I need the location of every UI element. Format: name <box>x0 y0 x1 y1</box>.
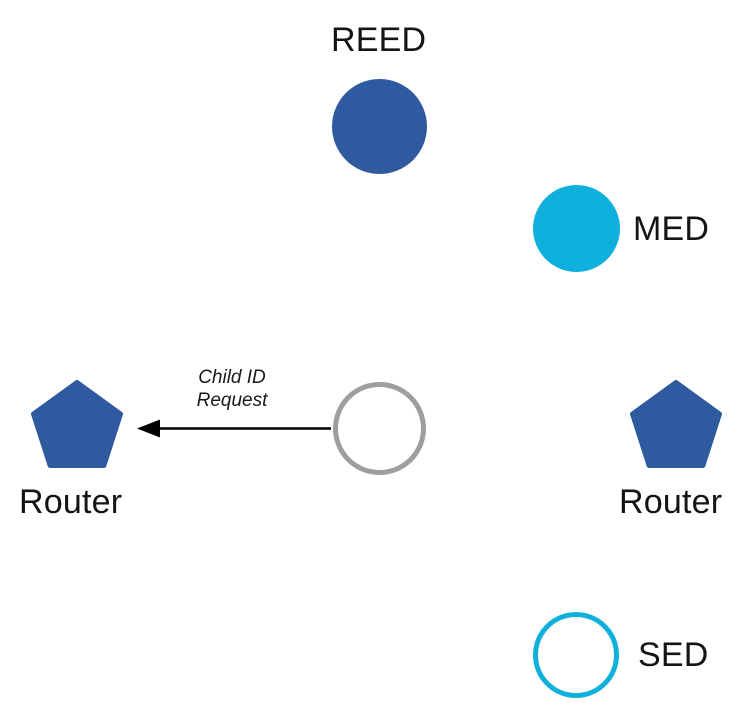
reed-label: REED <box>331 21 427 59</box>
joiner-node-circle[interactable] <box>333 382 426 475</box>
sed-node-circle[interactable] <box>533 612 619 698</box>
med-label: MED <box>633 210 710 248</box>
edge-label-child-id-request: Child ID Request <box>172 366 292 412</box>
child-id-request-arrow[interactable] <box>130 410 335 448</box>
reed-node-circle[interactable] <box>332 79 427 174</box>
sed-label: SED <box>638 636 709 674</box>
edge-label-line-1: Child ID <box>198 367 266 388</box>
router-left-node-pentagon[interactable] <box>30 380 124 470</box>
router-right-label: Router <box>619 483 723 521</box>
router-left-label: Router <box>19 483 123 521</box>
edge-label-line-2: Request <box>196 390 268 411</box>
med-node-circle[interactable] <box>533 185 620 272</box>
router-right-node-pentagon[interactable] <box>629 380 723 470</box>
